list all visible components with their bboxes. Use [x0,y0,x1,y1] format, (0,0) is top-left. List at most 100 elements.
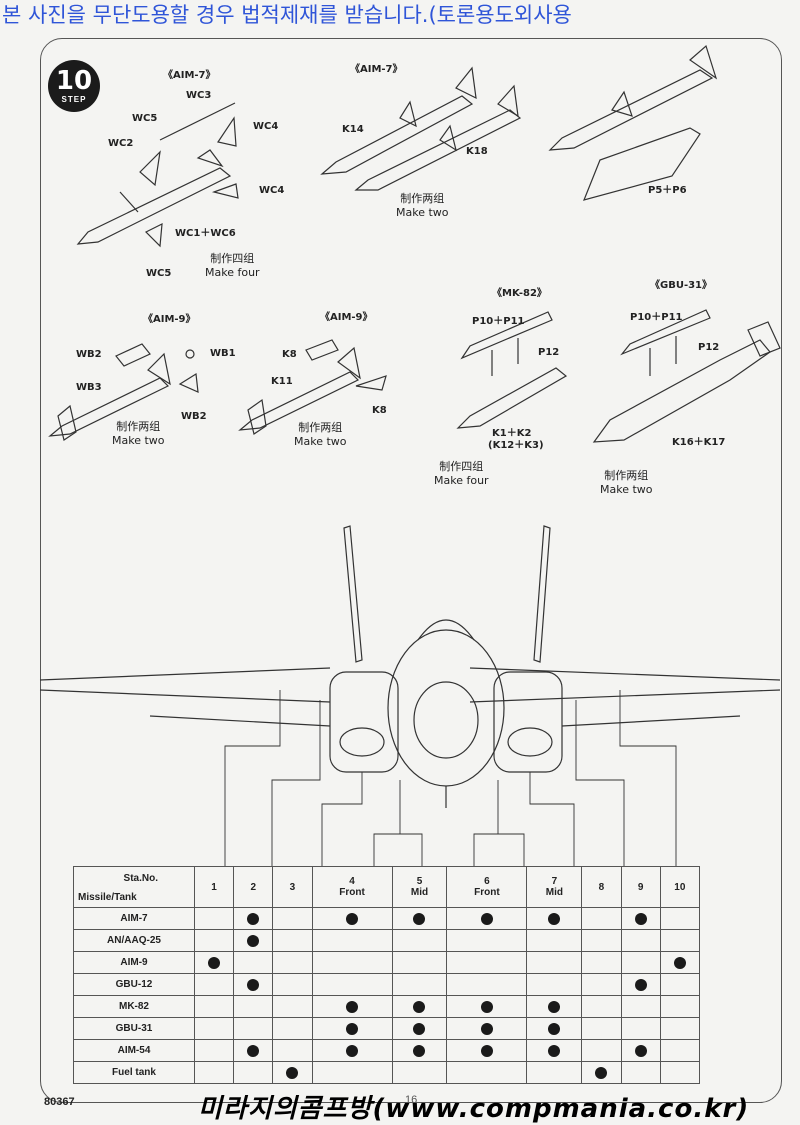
aim9-exploded-drawing [48,343,199,441]
station-cell [391,995,448,1018]
station-cell [391,907,448,930]
station-cell [659,929,701,952]
part-label: K14 [342,124,364,135]
station-cell [272,1017,313,1040]
part-label: K18 [466,146,488,157]
station-cell [446,995,528,1018]
station-cell [233,1061,274,1084]
aim7-exploded-drawing [76,102,239,248]
part-label: WC1＋WC6 [175,228,236,239]
station-header: 2 [233,866,274,908]
store-name: Fuel tank [73,1061,195,1084]
station-cell [391,951,448,974]
note-cn: 制作四组 [439,460,484,473]
station-cell [446,929,528,952]
part-label: K8 [282,349,297,360]
page-frame [40,38,782,1103]
store-name: GBU-31 [73,1017,195,1040]
aim9-a-note: 制作两组 Make two [112,420,165,448]
mount-dot-icon [247,934,260,947]
station-cell [581,973,622,996]
station-number: 8 [598,881,605,893]
station-cell [659,995,701,1018]
station-cell [446,1039,528,1062]
mount-dot-icon [346,1022,359,1035]
part-label: P12 [698,342,720,353]
table-row: AIM-7 [73,907,701,930]
step-number: 10 [55,66,93,96]
corner-missile-label: Missile/Tank [78,892,137,903]
station-cell [446,1017,528,1040]
station-cell [311,995,393,1018]
station-cell [193,973,235,996]
station-number: 3 [289,881,296,893]
mount-dot-icon [480,1022,493,1035]
station-cell [620,1061,661,1084]
station-header: 1 [193,866,235,908]
station-cell [581,995,622,1018]
mk82-note: 制作四组 Make four [434,460,489,488]
mount-dot-icon [548,1000,561,1013]
gbu31-note: 制作两组 Make two [600,469,653,497]
part-label: WB2 [181,411,207,422]
station-cell [193,1017,235,1040]
station-position: Mid [410,887,429,898]
station-cell [272,1061,313,1084]
step-label: STEP [61,95,87,104]
part-label: WC4 [253,121,279,132]
part-label: WC5 [146,268,172,279]
station-cell [620,951,661,974]
station-cell [311,1017,393,1040]
station-cell [233,1039,274,1062]
station-cell [311,973,393,996]
station-header: 10 [659,866,701,908]
aim9-b-note: 制作两组 Make two [294,421,347,449]
station-number: 10 [674,881,686,893]
station-cell [233,973,274,996]
mount-dot-icon [634,1044,647,1057]
page-number: 16 [405,1094,418,1106]
note-en: Make two [396,206,449,219]
station-cell [272,973,313,996]
station-header: 9 [620,866,661,908]
station-cell [233,929,274,952]
station-cell [311,1061,393,1084]
station-cell [581,1017,622,1040]
table-row: AN/AAQ-25 [73,929,701,952]
station-cell [233,951,274,974]
mount-dot-icon [480,1044,493,1057]
aim7-a-title: 《AIM-7》 [163,70,216,81]
station-number: 4 [349,876,355,887]
station-cell [193,951,235,974]
station-cell [446,973,528,996]
mount-dot-icon [673,956,686,969]
store-name: AIM-9 [73,951,195,974]
station-number: 6 [484,876,490,887]
mount-dot-icon [346,1044,359,1057]
station-cell [620,1039,661,1062]
station-cell [272,951,313,974]
station-position: Mid [545,887,564,898]
part-label: WB3 [76,382,102,393]
note-cn: 制作两组 [298,421,343,434]
store-name: GBU-12 [73,973,195,996]
station-cell [581,1039,622,1062]
note-cn: 制作两组 [604,469,649,482]
station-cell [659,1017,701,1040]
mk82-title: 《MK-82》 [492,288,547,299]
station-cell [193,907,235,930]
station-cell [311,907,393,930]
mount-dot-icon [548,912,561,925]
station-cell [581,907,622,930]
kit-code: 80367 [44,1096,75,1108]
gbu31-title: 《GBU-31》 [650,280,713,291]
mount-dot-icon [346,912,359,925]
step-badge: 10 STEP [48,60,100,112]
part-label: P10＋P11 [630,312,683,323]
station-cell [620,995,661,1018]
aim9-b-title: 《AIM-9》 [320,312,373,323]
station-cell [272,907,313,930]
table-row: GBU-12 [73,973,701,996]
